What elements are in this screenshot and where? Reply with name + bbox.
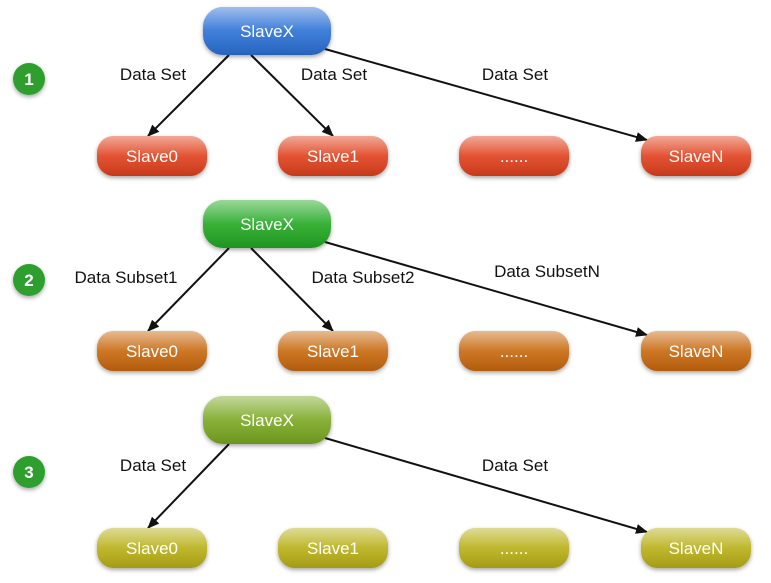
master-node-label: SlaveX [240, 411, 294, 430]
worker-node-label: Slave1 [307, 147, 359, 166]
edge-label: Data Subset2 [311, 268, 414, 287]
edge-arrow [147, 443, 230, 529]
worker-node: Slave1 [278, 528, 388, 568]
worker-node-label: Slave1 [307, 342, 359, 361]
edge-label: Data Set [482, 65, 548, 84]
step-number: 1 [24, 70, 33, 89]
worker-node: ...... [459, 528, 569, 568]
worker-node-label: SlaveN [669, 342, 724, 361]
section-2: 2 Data Subset1 Data Subset2 Data SubsetN Sla… [13, 200, 751, 371]
master-node: SlaveX [203, 200, 331, 248]
worker-node-label: Slave0 [126, 342, 178, 361]
edge-label: Data Set [482, 456, 548, 475]
worker-node: ...... [459, 331, 569, 371]
worker-node-label: Slave0 [126, 539, 178, 558]
edge-arrow [250, 247, 334, 332]
worker-node: ...... [459, 136, 569, 176]
worker-node-label: ...... [500, 539, 528, 558]
master-node-label: SlaveX [240, 215, 294, 234]
master-node: SlaveX [203, 396, 331, 444]
edge-label: Data SubsetN [494, 262, 600, 281]
worker-node-label: Slave1 [307, 539, 359, 558]
edge-arrow [324, 241, 648, 337]
step-badge: 1 [13, 63, 45, 95]
master-node-label: SlaveX [240, 22, 294, 41]
worker-node: Slave1 [278, 136, 388, 176]
worker-node: Slave0 [97, 136, 207, 176]
edge-arrow [250, 54, 334, 137]
section-3: 3 Data Set Data Set SlaveX Slave0 Slave1.....… [13, 396, 751, 568]
edge-label: Data Set [120, 65, 186, 84]
worker-node-label: SlaveN [669, 147, 724, 166]
worker-node: SlaveN [641, 528, 751, 568]
step-badge: 3 [13, 456, 45, 488]
step-number: 2 [24, 271, 33, 290]
worker-node: SlaveN [641, 136, 751, 176]
master-node: SlaveX [203, 7, 331, 55]
worker-node-label: Slave0 [126, 147, 178, 166]
worker-node-label: ...... [500, 147, 528, 166]
worker-node-label: ...... [500, 342, 528, 361]
section-1: 1 Data Set Data Set Data Set SlaveX Slave0 Sla… [13, 7, 751, 176]
step-number: 3 [24, 463, 33, 482]
step-badge: 2 [13, 264, 45, 296]
worker-node-label: SlaveN [669, 539, 724, 558]
edge-label: Data Subset1 [74, 268, 177, 287]
worker-node: Slave0 [97, 331, 207, 371]
edge-label: Data Set [301, 65, 367, 84]
worker-node: SlaveN [641, 331, 751, 371]
edge-arrow [324, 48, 648, 142]
worker-node: Slave0 [97, 528, 207, 568]
edge-arrow [147, 54, 230, 137]
edge-label: Data Set [120, 456, 186, 475]
worker-node: Slave1 [278, 331, 388, 371]
edge-arrow [324, 437, 648, 534]
edge-arrow [147, 247, 230, 332]
